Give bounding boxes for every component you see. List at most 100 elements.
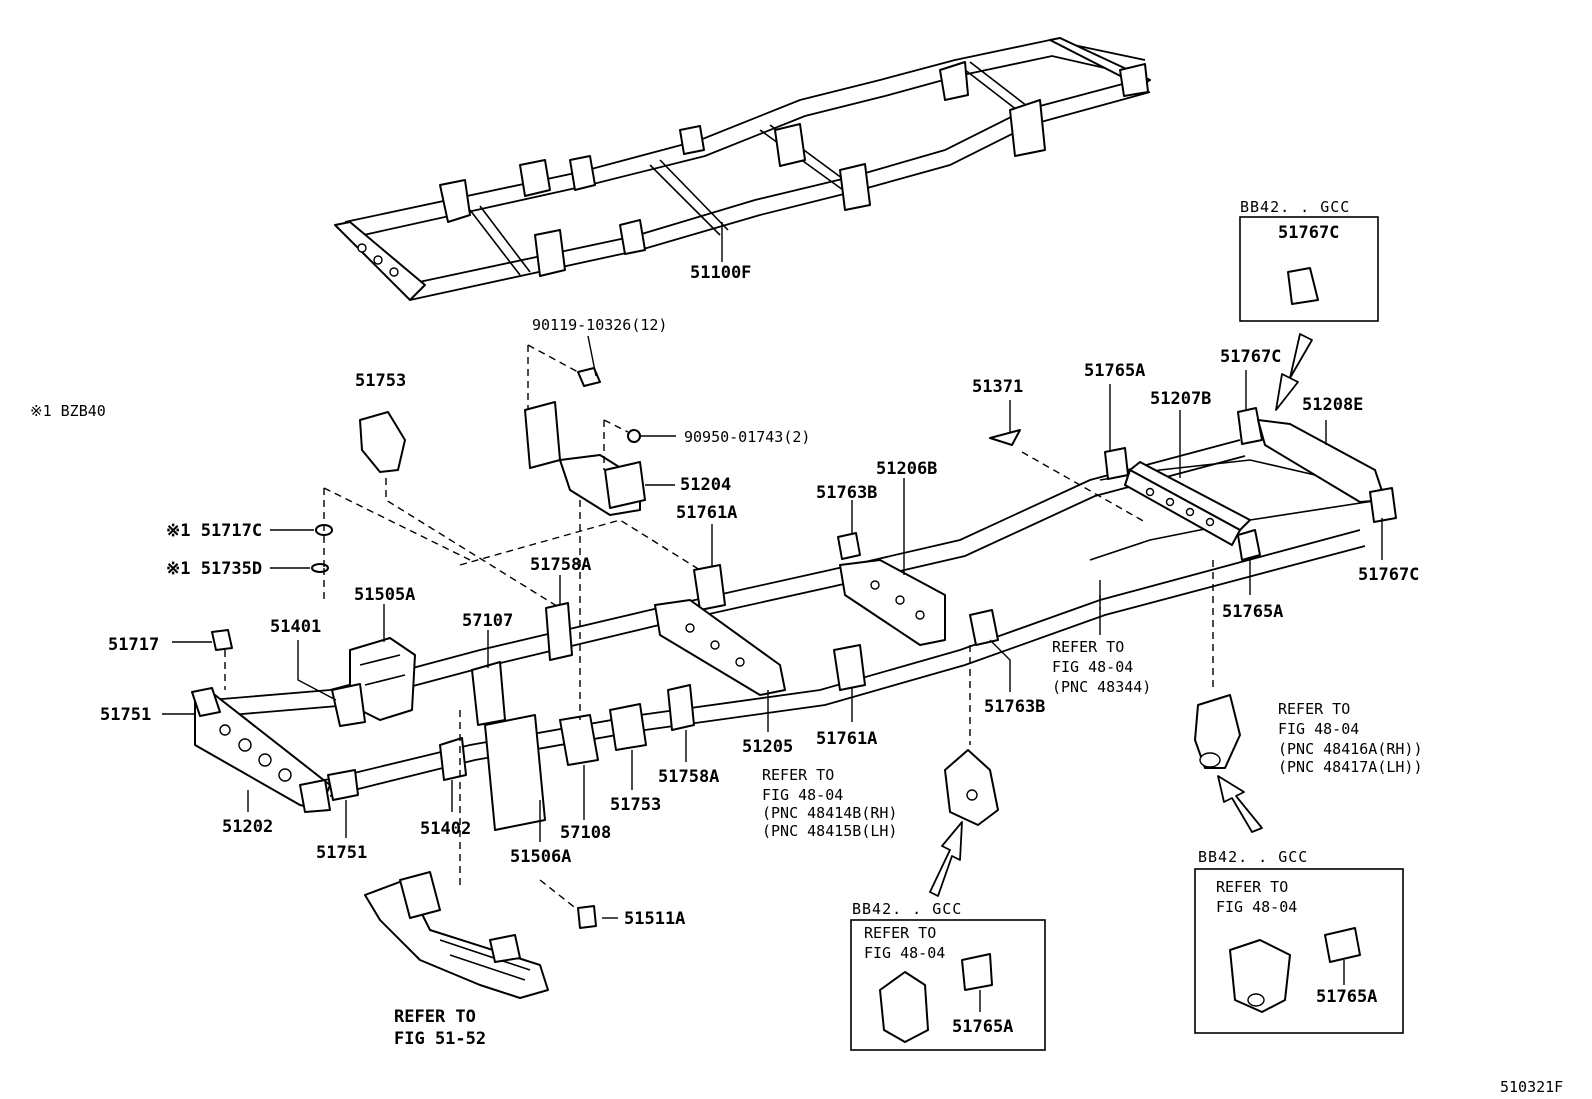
leader-lines — [162, 335, 1383, 919]
box-top-part-label: 51767C — [1278, 223, 1339, 243]
label-51506a: 51506A — [510, 847, 571, 867]
bracket-51761a-bottom — [833, 644, 866, 691]
mount-48416a-illustration — [1194, 694, 1241, 769]
label-51753-bottom: 51753 — [610, 795, 661, 815]
bracket-51204 — [524, 401, 646, 516]
label-catalog-code: 510321F — [1500, 1078, 1563, 1096]
label-51717c: ※1 51717C — [166, 521, 262, 541]
note-ref-48416a-line4: (PNC 48417A(LH)) — [1278, 758, 1423, 776]
box-mid-ref-line2: FIG 48-04 — [864, 944, 945, 962]
label-51208e: 51208E — [1302, 395, 1363, 415]
label-51717: 51717 — [108, 635, 159, 655]
label-51401: 51401 — [270, 617, 321, 637]
bracket-51753-top — [359, 411, 406, 473]
bracket-51751-bottom — [327, 769, 359, 801]
note-ref-48416a-line2: FIG 48-04 — [1278, 720, 1359, 738]
arrow-box-bottom — [1217, 775, 1263, 833]
callout-box-mid — [850, 919, 1046, 1051]
label-51505a: 51505A — [354, 585, 415, 605]
note-ref-48414b-line1: REFER TO — [762, 766, 834, 784]
box-bottom-ref-line1: REFER TO — [1216, 878, 1288, 896]
label-51765a-top: 51765A — [1084, 361, 1145, 381]
note-ref-48344-line1: REFER TO — [1052, 638, 1124, 656]
label-51204: 51204 — [680, 475, 731, 495]
crossmember-51208e — [1257, 419, 1386, 503]
note-ref-48414b-line4: (PNC 48415B(LH) — [762, 822, 897, 840]
label-57108: 57108 — [560, 823, 611, 843]
label-51751-left: 51751 — [100, 705, 151, 725]
box-bottom-ref-line2: FIG 48-04 — [1216, 898, 1297, 916]
label-frame-51100f: 51100F — [690, 263, 751, 283]
mount-51506a — [484, 714, 546, 831]
box-bottom-part-label: 51765A — [1316, 987, 1377, 1007]
bracket-51758a-top — [545, 602, 573, 661]
label-51735d: ※1 51735D — [166, 559, 262, 579]
label-51206b: 51206B — [876, 459, 937, 479]
transmission-crossmember-illustration — [364, 871, 549, 999]
callout-box-bottom — [1194, 868, 1404, 1034]
label-51402: 51402 — [420, 819, 471, 839]
box-mid-part-label: 51765A — [952, 1017, 1013, 1037]
mount-48414b-illustration — [944, 749, 999, 826]
arrow-box-top — [1275, 333, 1313, 411]
box-mid-ref-line1: REFER TO — [864, 924, 936, 942]
label-57107: 57107 — [462, 611, 513, 631]
bracket-51763b-top — [837, 532, 861, 560]
bracket-51763b-bottom — [969, 609, 999, 646]
bracket-57108 — [559, 714, 599, 766]
label-51758a-top: 51758A — [530, 555, 591, 575]
note-ref-48414b-line2: FIG 48-04 — [762, 786, 843, 804]
label-note-1bzb40: ※1 BZB40 — [30, 402, 106, 420]
frame-assembly-illustration — [334, 37, 1151, 301]
note-ref-48414b-line3: (PNC 48414B(RH) — [762, 804, 897, 822]
crossmember-51202 — [194, 694, 331, 813]
washer-51735d — [311, 563, 329, 573]
box-top-title: BB42. . GCC — [1240, 198, 1350, 216]
bracket-51765a-right — [1237, 529, 1261, 561]
box-top-51767c-illustration — [1287, 267, 1319, 305]
bracket-51765a-top — [1104, 447, 1129, 480]
box-bottom-mount-illustration — [1229, 927, 1361, 1013]
label-51371: 51371 — [972, 377, 1023, 397]
crossmember-51205 — [654, 599, 786, 696]
assembly-dashed-lines — [224, 344, 1214, 911]
label-51202: 51202 — [222, 817, 273, 837]
callout-box-top — [1239, 216, 1379, 322]
bracket-57107 — [471, 661, 506, 726]
nut-90950 — [627, 429, 641, 443]
bracket-51767c-top — [1237, 407, 1263, 445]
bracket-51767c-right — [1369, 487, 1397, 523]
label-51207b: 51207B — [1150, 389, 1211, 409]
label-51758a-bottom: 51758A — [658, 767, 719, 787]
part-51371 — [989, 429, 1021, 446]
label-51767c-right: 51767C — [1358, 565, 1419, 585]
arrow-box-mid — [929, 821, 963, 897]
label-51767c-top: 51767C — [1220, 347, 1281, 367]
label-51761a-bottom: 51761A — [816, 729, 877, 749]
note-ref-48344-line2: FIG 48-04 — [1052, 658, 1133, 676]
label-51763b-bottom: 51763B — [984, 697, 1045, 717]
label-bolt-90119: 90119-10326(12) — [532, 316, 667, 334]
label-51205: 51205 — [742, 737, 793, 757]
label-nut-90950: 90950-01743(2) — [684, 428, 810, 446]
label-51763b-top: 51763B — [816, 483, 877, 503]
box-mid-title: BB42. . GCC — [852, 900, 962, 918]
part-51511a — [577, 905, 597, 929]
box-bottom-title: BB42. . GCC — [1198, 848, 1308, 866]
box-mid-mount-illustration — [879, 953, 993, 1043]
bracket-51753-bottom — [609, 703, 647, 751]
label-51753-top: 51753 — [355, 371, 406, 391]
crossmember-51206b — [839, 559, 946, 646]
bracket-51758a-bottom — [667, 684, 695, 731]
part-51717 — [211, 629, 233, 651]
bracket-51761a-top — [693, 564, 726, 611]
note-ref-51-52-line2: FIG 51-52 — [394, 1029, 486, 1049]
mount-51505a — [349, 637, 416, 721]
crossmember-51207b — [1124, 461, 1251, 546]
label-51751-bottom: 51751 — [316, 843, 367, 863]
bracket-51751-left — [191, 687, 221, 717]
label-51511a: 51511A — [624, 909, 685, 929]
bolt-90119 — [577, 367, 601, 387]
note-ref-48416a-line3: (PNC 48416A(RH)) — [1278, 740, 1423, 758]
